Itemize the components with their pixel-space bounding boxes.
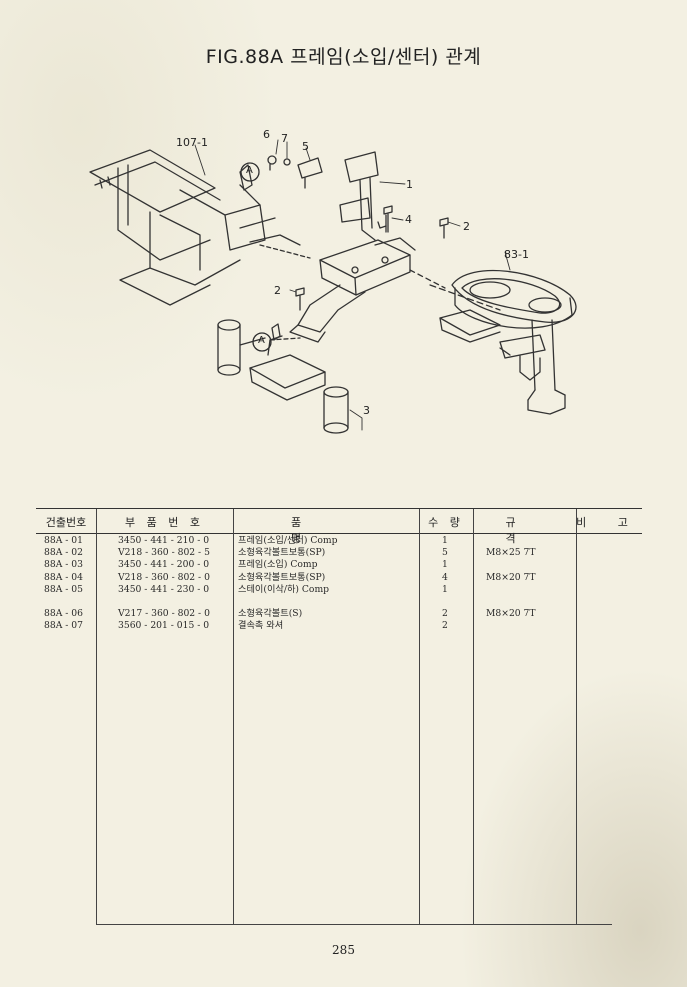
callout-3: 3: [363, 404, 370, 417]
column-divider: [473, 509, 474, 925]
cell-part-number: V217 - 360 - 802 - 0: [118, 608, 210, 620]
header-no: 건출번호: [45, 516, 87, 529]
callout-a-lower: A: [258, 335, 265, 346]
cell-part-number: V218 - 360 - 802 - 5: [118, 547, 210, 559]
cell-no: 88A - 06: [44, 608, 83, 620]
cell-part-number: V218 - 360 - 802 - 0: [118, 571, 210, 583]
callout-4: 4: [405, 213, 412, 226]
bolts-drawing: [295, 205, 449, 311]
marker-circles: [240, 162, 272, 352]
frame-107-1-drawing: [89, 149, 311, 306]
seat-base-83-1-drawing: [439, 269, 577, 415]
column-divider: [419, 509, 420, 925]
column-divider: [233, 509, 234, 925]
callout-7: 7: [281, 132, 288, 145]
header-spec: 규 격: [505, 516, 544, 545]
cell-spec: M8×25 7T: [486, 547, 536, 559]
cell-no: 88A - 02: [44, 547, 83, 559]
cell-part-name: 소형육각볼트보통(SP): [238, 571, 326, 583]
callout-2-upper: 2: [463, 220, 470, 233]
table-bottom-line: [96, 924, 612, 925]
header-part-name: 품 명: [290, 516, 362, 545]
table-row: 88A - 05 3450 - 441 - 230 - 0 스테이(이삭/하) …: [36, 584, 642, 596]
cell-quantity: 2: [442, 620, 448, 632]
cell-quantity: 1: [442, 535, 448, 546]
table-header: 건출번호 부 품 번 호 품 명 수 량 규 격 비 고: [36, 509, 642, 545]
header-quantity: 수 량: [428, 516, 464, 529]
cell-spec: M8×20 7T: [486, 608, 536, 620]
cell-no: 88A - 07: [44, 620, 83, 632]
cell-quantity: 4: [442, 571, 448, 583]
table-row: 88A - 01 3450 - 441 - 210 - 0 프레임(소입/센터)…: [36, 535, 642, 547]
table-row: 88A - 03 3450 - 441 - 200 - 0 프레임(소입) Co…: [36, 559, 642, 571]
cell-spec: M8×20 7T: [486, 571, 536, 583]
parts-table: 건출번호 부 품 번 호 품 명 수 량 규 격 비 고 88A - 01 34…: [36, 508, 642, 925]
callout-5: 5: [302, 140, 309, 153]
table-row: 88A - 02 V218 - 360 - 802 - 5 소형육각볼트보통(S…: [36, 547, 642, 559]
exploded-parts-diagram: [89, 139, 577, 434]
cell-part-number: 3450 - 441 - 210 - 0: [118, 535, 210, 546]
callout-2-lower: 2: [274, 284, 281, 297]
header-part-number: 부 품 번 호: [125, 516, 204, 529]
center-frame-1-drawing: [289, 151, 501, 343]
callout-6: 6: [263, 128, 270, 141]
cell-part-number: 3450 - 441 - 200 - 0: [118, 559, 210, 571]
column-divider: [576, 509, 577, 925]
cell-part-name: 결속촉 와셔: [238, 620, 284, 632]
cell-part-number: 3560 - 201 - 015 - 0: [118, 620, 210, 632]
table-row-spacer: [36, 596, 642, 608]
table-row: 88A - 07 3560 - 201 - 015 - 0 결속촉 와셔 2: [36, 620, 642, 632]
lower-stay-3-drawing: [217, 319, 349, 434]
callout-107-1: 107-1: [176, 136, 208, 149]
cell-part-name: 프레임(소입) Comp: [238, 559, 318, 571]
cell-part-name: 프레임(소입/센터) Comp: [238, 535, 338, 546]
cell-quantity: 5: [442, 547, 448, 559]
table-row: 88A - 06 V217 - 360 - 802 - 0 소형육각볼트(S) …: [36, 608, 642, 620]
column-divider: [96, 509, 97, 925]
cell-part-name: 소형육각볼트(S): [238, 608, 303, 620]
cell-part-name: 스테이(이삭/하) Comp: [238, 583, 330, 595]
cell-quantity: 1: [442, 559, 448, 571]
table-row: 88A - 04 V218 - 360 - 802 - 0 소형육각볼트보통(S…: [36, 572, 642, 584]
callout-1: 1: [406, 178, 413, 191]
cell-quantity: 2: [442, 608, 448, 620]
cell-no: 88A - 03: [44, 559, 83, 571]
table-body: 88A - 01 3450 - 441 - 210 - 0 프레임(소입/센터)…: [36, 535, 642, 633]
callout-a-upper: A: [246, 165, 253, 176]
page-number: 285: [332, 943, 355, 957]
cell-quantity: 1: [442, 583, 448, 595]
figure-title: FIG.88A 프레임(소입/센터) 관계: [205, 46, 482, 68]
cell-no: 88A - 05: [44, 583, 83, 595]
callout-83-1: 83-1: [504, 248, 529, 261]
leader-lines: [194, 139, 511, 431]
cell-part-name: 소형육각볼트보통(SP): [238, 547, 326, 559]
header-remarks: 비 고: [576, 516, 642, 529]
cell-no: 88A - 04: [44, 571, 83, 583]
cell-no: 88A - 01: [44, 535, 83, 546]
cell-part-number: 3450 - 441 - 230 - 0: [118, 583, 210, 595]
